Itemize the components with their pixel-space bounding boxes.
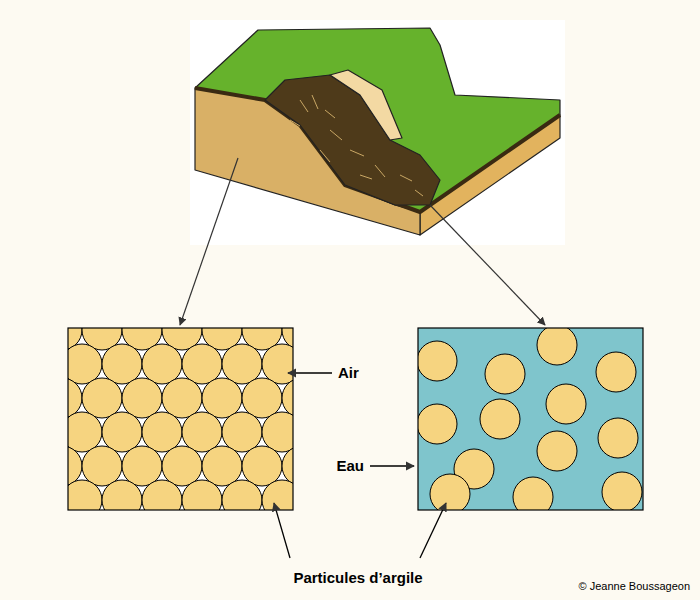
callout-label: Eau xyxy=(336,457,364,475)
clay-particle xyxy=(102,344,142,384)
clay-particle xyxy=(142,344,182,384)
leader-line xyxy=(370,465,414,466)
clay-particle xyxy=(262,344,293,384)
clay-particle xyxy=(242,378,282,418)
clay-particle xyxy=(122,446,162,486)
leader-line xyxy=(430,205,545,325)
leader-line xyxy=(274,503,290,558)
panel-frame xyxy=(418,328,643,510)
block-diagram xyxy=(195,28,560,235)
clay-particle xyxy=(262,412,293,452)
clay-particle xyxy=(102,412,142,452)
clay-particle xyxy=(182,412,222,452)
clay-particle xyxy=(162,446,202,486)
clay-particle xyxy=(222,344,262,384)
clay-particles xyxy=(418,328,642,510)
dry-panel xyxy=(68,328,293,510)
clay-particle xyxy=(122,378,162,418)
clay-particle xyxy=(102,480,142,510)
leader-line xyxy=(288,372,332,373)
clay-particle xyxy=(142,480,182,510)
clay-particle xyxy=(202,378,242,418)
clay-particle xyxy=(222,412,262,452)
leader-line xyxy=(420,503,446,558)
clay-particle xyxy=(82,446,122,486)
clay-particle xyxy=(222,480,262,510)
clay-particle xyxy=(142,412,182,452)
clay-particle xyxy=(182,344,222,384)
clay-particles xyxy=(68,328,293,510)
panel-frame xyxy=(68,328,293,510)
clay-particle xyxy=(68,344,102,384)
clay-particle xyxy=(262,480,293,510)
callout-label: Air xyxy=(338,364,359,382)
copyright-note: © Jeanne Boussageon xyxy=(579,580,690,593)
clay-particle xyxy=(242,446,282,486)
callout-label: Particules d’argile xyxy=(293,569,422,587)
leader-line xyxy=(180,158,238,325)
clay-particle xyxy=(82,378,122,418)
image-ground xyxy=(190,20,565,245)
clay-particle xyxy=(68,480,102,510)
clay-particle xyxy=(68,412,102,452)
clay-particle xyxy=(162,378,202,418)
clay-particle xyxy=(182,480,222,510)
clay-particle xyxy=(202,446,242,486)
